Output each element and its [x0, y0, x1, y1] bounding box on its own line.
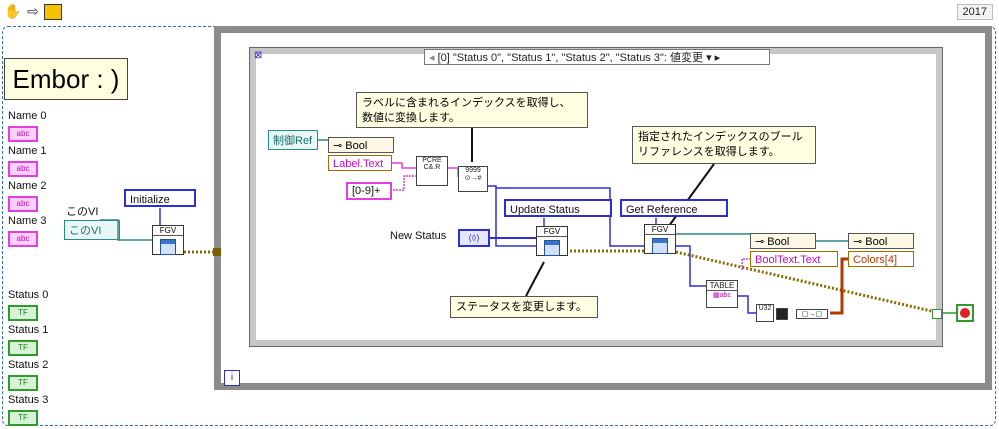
- status-1-terminal[interactable]: TF: [8, 340, 38, 356]
- bool-property-node-3-label: Bool: [865, 236, 888, 248]
- hand-icon[interactable]: ✋: [4, 3, 22, 19]
- name-3-label: Name 3: [8, 215, 47, 227]
- name-3-terminal[interactable]: abc: [8, 231, 38, 247]
- table-node[interactable]: TABLE ▦abc: [706, 280, 738, 308]
- fgv-node-update-status[interactable]: FGV: [536, 226, 568, 256]
- new-status-terminal[interactable]: ⟨◊⟩: [458, 229, 490, 247]
- version-label: 2017: [956, 4, 993, 20]
- name-1-terminal[interactable]: abc: [8, 161, 38, 177]
- comment-change-status: ステータスを変更します。: [450, 296, 598, 318]
- title-label: Embor : ): [4, 58, 128, 100]
- name-1-label: Name 1: [8, 145, 47, 157]
- this-vi-label: このVI: [66, 206, 99, 218]
- status-3-terminal[interactable]: TF: [8, 410, 38, 426]
- fgv-icon: [652, 238, 668, 254]
- bool-text-property[interactable]: BoolText.Text: [750, 251, 838, 267]
- update-status-enum[interactable]: Update Status: [504, 199, 612, 217]
- bool-property-node-1[interactable]: ⊸ Bool: [328, 137, 394, 153]
- case-marker-icon: ⊠: [254, 50, 263, 61]
- comment-get-index-line-1: ラベルに含まれるインデックスを取得し、: [362, 97, 571, 109]
- case-selector[interactable]: ◂ [0] "Status 0", "Status 1", "Status 2"…: [424, 49, 770, 65]
- fgv-icon: [544, 240, 560, 256]
- colors-property[interactable]: Colors[4]: [848, 251, 914, 267]
- status-1-label: Status 1: [8, 324, 49, 336]
- bundle-node[interactable]: ▢→▢: [796, 309, 828, 319]
- bool-property-node-1-label: Bool: [345, 140, 368, 152]
- index-array-node[interactable]: U32: [756, 304, 774, 322]
- get-reference-enum[interactable]: Get Reference: [620, 199, 728, 217]
- regex-constant[interactable]: [0-9]+: [346, 182, 392, 200]
- fgv-label: FGV: [537, 227, 567, 237]
- control-ref[interactable]: 制御Ref: [268, 130, 318, 150]
- bool-property-node-2-label: Bool: [767, 236, 790, 248]
- comment-get-reference: 指定されたインデックスのブール リファレンスを取得します。: [632, 126, 816, 164]
- fgv-icon: [160, 239, 176, 255]
- this-vi-reference[interactable]: このVI: [64, 220, 120, 240]
- name-2-label: Name 2: [8, 180, 47, 192]
- comment-get-reference-line-1: 指定されたインデックスのブール: [638, 131, 803, 143]
- toolbar: ✋ ⇨ 2017: [0, 0, 999, 24]
- label-text-property[interactable]: Label.Text: [328, 155, 392, 171]
- run-arrow-icon[interactable]: ⇨: [27, 3, 39, 19]
- run-continuous-icon[interactable]: [44, 4, 62, 20]
- decimal-string-to-number-node[interactable]: 9999⊙→#: [458, 166, 488, 192]
- status-3-label: Status 3: [8, 394, 49, 406]
- fgv-label: FGV: [153, 226, 183, 236]
- case-selector-label: [0] "Status 0", "Status 1", "Status 2", …: [437, 52, 704, 64]
- status-0-terminal[interactable]: TF: [8, 305, 38, 321]
- status-0-label: Status 0: [8, 289, 49, 301]
- new-status-label: New Status: [390, 230, 447, 242]
- loop-iteration-icon: i: [224, 370, 240, 386]
- stop-icon: [960, 308, 970, 318]
- name-0-terminal[interactable]: abc: [8, 126, 38, 142]
- stop-button[interactable]: [956, 304, 974, 322]
- fgv-node-get-reference[interactable]: FGV: [644, 224, 676, 254]
- bool-property-node-2[interactable]: ⊸ Bool: [750, 233, 816, 249]
- name-0-label: Name 0: [8, 110, 47, 122]
- while-loop[interactable]: [214, 26, 992, 390]
- fgv-node-initialize[interactable]: FGV: [152, 225, 184, 255]
- tunnel: [932, 309, 942, 319]
- comment-get-index: ラベルに含まれるインデックスを取得し、 数値に変換します。: [356, 92, 588, 128]
- status-2-label: Status 2: [8, 359, 49, 371]
- fgv-label: FGV: [645, 225, 675, 235]
- comment-get-reference-line-2: リファレンスを取得します。: [638, 146, 780, 158]
- table-label: TABLE: [707, 281, 737, 291]
- comment-get-index-line-2: 数値に変換します。: [362, 112, 460, 124]
- initialize-enum[interactable]: Initialize: [124, 189, 196, 207]
- bool-property-node-3[interactable]: ⊸ Bool: [848, 233, 914, 249]
- name-2-terminal[interactable]: abc: [8, 196, 38, 212]
- status-2-terminal[interactable]: TF: [8, 375, 38, 391]
- select-node[interactable]: [776, 308, 788, 320]
